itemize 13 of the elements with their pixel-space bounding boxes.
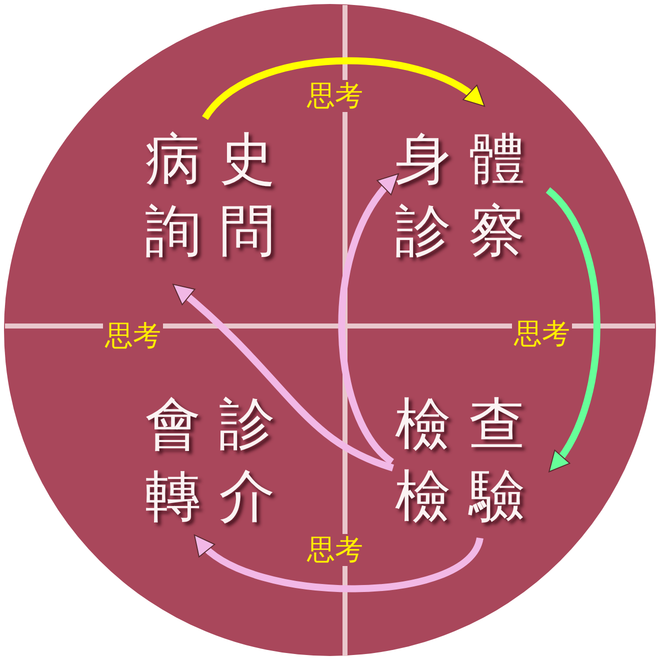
node-text: 病史詢問 xyxy=(145,126,294,266)
node-text: 身體診察 xyxy=(395,126,544,266)
arrow xyxy=(338,172,398,465)
arrow xyxy=(192,535,484,592)
edge-label: 思考 xyxy=(305,534,365,566)
node-text: 檢查檢驗 xyxy=(395,391,544,531)
arrow xyxy=(172,284,394,472)
edge-label: 思考 xyxy=(103,320,163,352)
arrow xyxy=(202,58,486,120)
edge-label: 思考 xyxy=(305,80,365,112)
edge-label: 思考 xyxy=(512,318,572,350)
node-text: 會診轉介 xyxy=(145,391,294,531)
arrow xyxy=(546,188,600,473)
